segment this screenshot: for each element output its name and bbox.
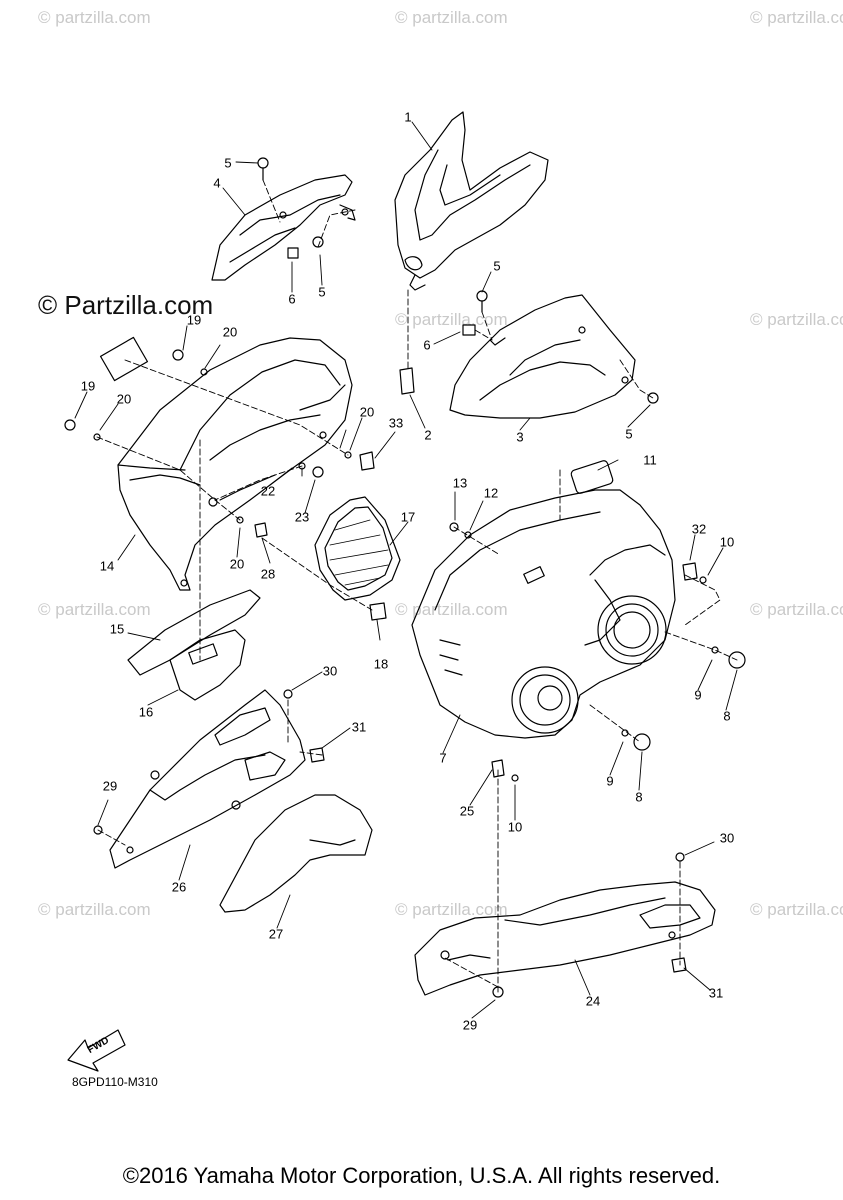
hardware (64, 157, 746, 998)
callout-5: 5 (224, 155, 232, 171)
watermark: © partzilla.com (38, 8, 151, 27)
callout-4: 4 (213, 175, 221, 191)
callout-9: 9 (694, 687, 702, 703)
callout-18: 18 (373, 656, 389, 672)
callout-20: 20 (222, 324, 238, 340)
callout-25: 25 (459, 803, 475, 819)
part-16-cover (169, 629, 246, 701)
part-26-lower-cover (109, 689, 306, 869)
callout-6: 6 (288, 291, 296, 307)
leader-lines (74, 121, 738, 1019)
callout-24: 24 (585, 993, 601, 1009)
callout-33: 33 (388, 415, 404, 431)
part-3-side-panel (449, 294, 636, 419)
callout-31: 31 (351, 719, 367, 735)
callout-19: 19 (186, 312, 202, 328)
part-11-emblem (570, 460, 614, 494)
callout-2: 2 (424, 427, 432, 443)
callout-17: 17 (400, 509, 416, 525)
callout-31: 31 (708, 985, 724, 1001)
fwd-arrow-icon (67, 1029, 126, 1072)
callout-20: 20 (116, 391, 132, 407)
callout-30: 30 (719, 830, 735, 846)
callout-9: 9 (606, 773, 614, 789)
callout-22: 22 (260, 483, 276, 499)
callout-11: 11 (643, 452, 657, 468)
part-24-lower-cover (414, 881, 716, 996)
part-27-inner-panel (219, 794, 373, 913)
callout-30: 30 (322, 663, 338, 679)
callout-8: 8 (723, 708, 731, 724)
part-15-plate (127, 589, 261, 676)
callout-10: 10 (719, 534, 735, 550)
callout-26: 26 (171, 879, 187, 895)
callout-29: 29 (462, 1017, 478, 1033)
callout-8: 8 (635, 789, 643, 805)
callout-5: 5 (493, 258, 501, 274)
callout-29: 29 (102, 778, 118, 794)
callout-1: 1 (404, 109, 412, 125)
callout-20: 20 (229, 556, 245, 572)
callout-12: 12 (483, 485, 499, 501)
part-4-side-panel (211, 174, 356, 281)
callout-10: 10 (507, 819, 523, 835)
callout-20: 20 (359, 404, 375, 420)
watermark: © partzilla.com (38, 600, 151, 619)
callout-32: 32 (691, 521, 707, 537)
callout-6: 6 (423, 337, 431, 353)
partzilla-watermark: © Partzilla.com (38, 290, 214, 320)
assembly-lines (96, 179, 738, 993)
diagram-code: 8GPD110-M310 (72, 1075, 158, 1089)
callout-14: 14 (99, 558, 115, 574)
callout-23: 23 (294, 509, 310, 525)
watermark: © partzilla.com (38, 900, 151, 919)
part-7-side-cover (411, 489, 676, 739)
callout-5: 5 (625, 426, 633, 442)
watermark: © partzilla.com (750, 900, 843, 919)
callout-5: 5 (318, 284, 326, 300)
watermark: © partzilla.com (750, 600, 843, 619)
part-1-top-cowl (394, 111, 549, 291)
part-15-bracket-top (99, 336, 149, 382)
callout-19: 19 (80, 378, 96, 394)
callout-3: 3 (516, 429, 524, 445)
watermark: © partzilla.com (395, 310, 508, 329)
watermark: © partzilla.com (750, 8, 843, 27)
copyright-notice: ©2016 Yamaha Motor Corporation, U.S.A. A… (122, 1163, 721, 1188)
callout-28: 28 (260, 566, 276, 582)
part-17-grille (314, 496, 401, 601)
watermark: © partzilla.com (395, 600, 508, 619)
callout-27: 27 (268, 926, 284, 942)
callout-16: 16 (138, 704, 154, 720)
watermark: © partzilla.com (395, 8, 508, 27)
callout-13: 13 (452, 475, 468, 491)
watermark: © partzilla.com (750, 310, 843, 329)
callout-15: 15 (109, 621, 125, 637)
callout-7: 7 (439, 750, 447, 766)
watermark: © partzilla.com (395, 900, 508, 919)
